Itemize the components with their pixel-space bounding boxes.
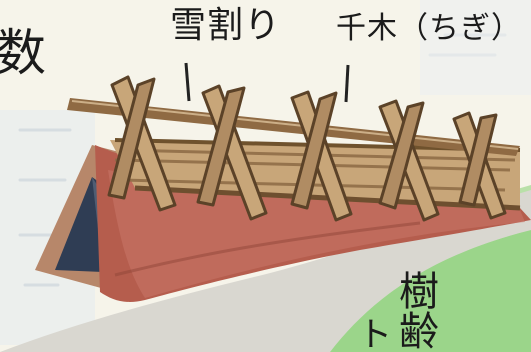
yukiwari-label: 雪割り	[170, 5, 282, 46]
chigi-label: 千木（ちぎ）	[336, 11, 522, 46]
corner-text: 数	[0, 24, 46, 82]
vertical-text: 樹齢	[392, 270, 438, 350]
partial-text: ト	[358, 315, 392, 352]
